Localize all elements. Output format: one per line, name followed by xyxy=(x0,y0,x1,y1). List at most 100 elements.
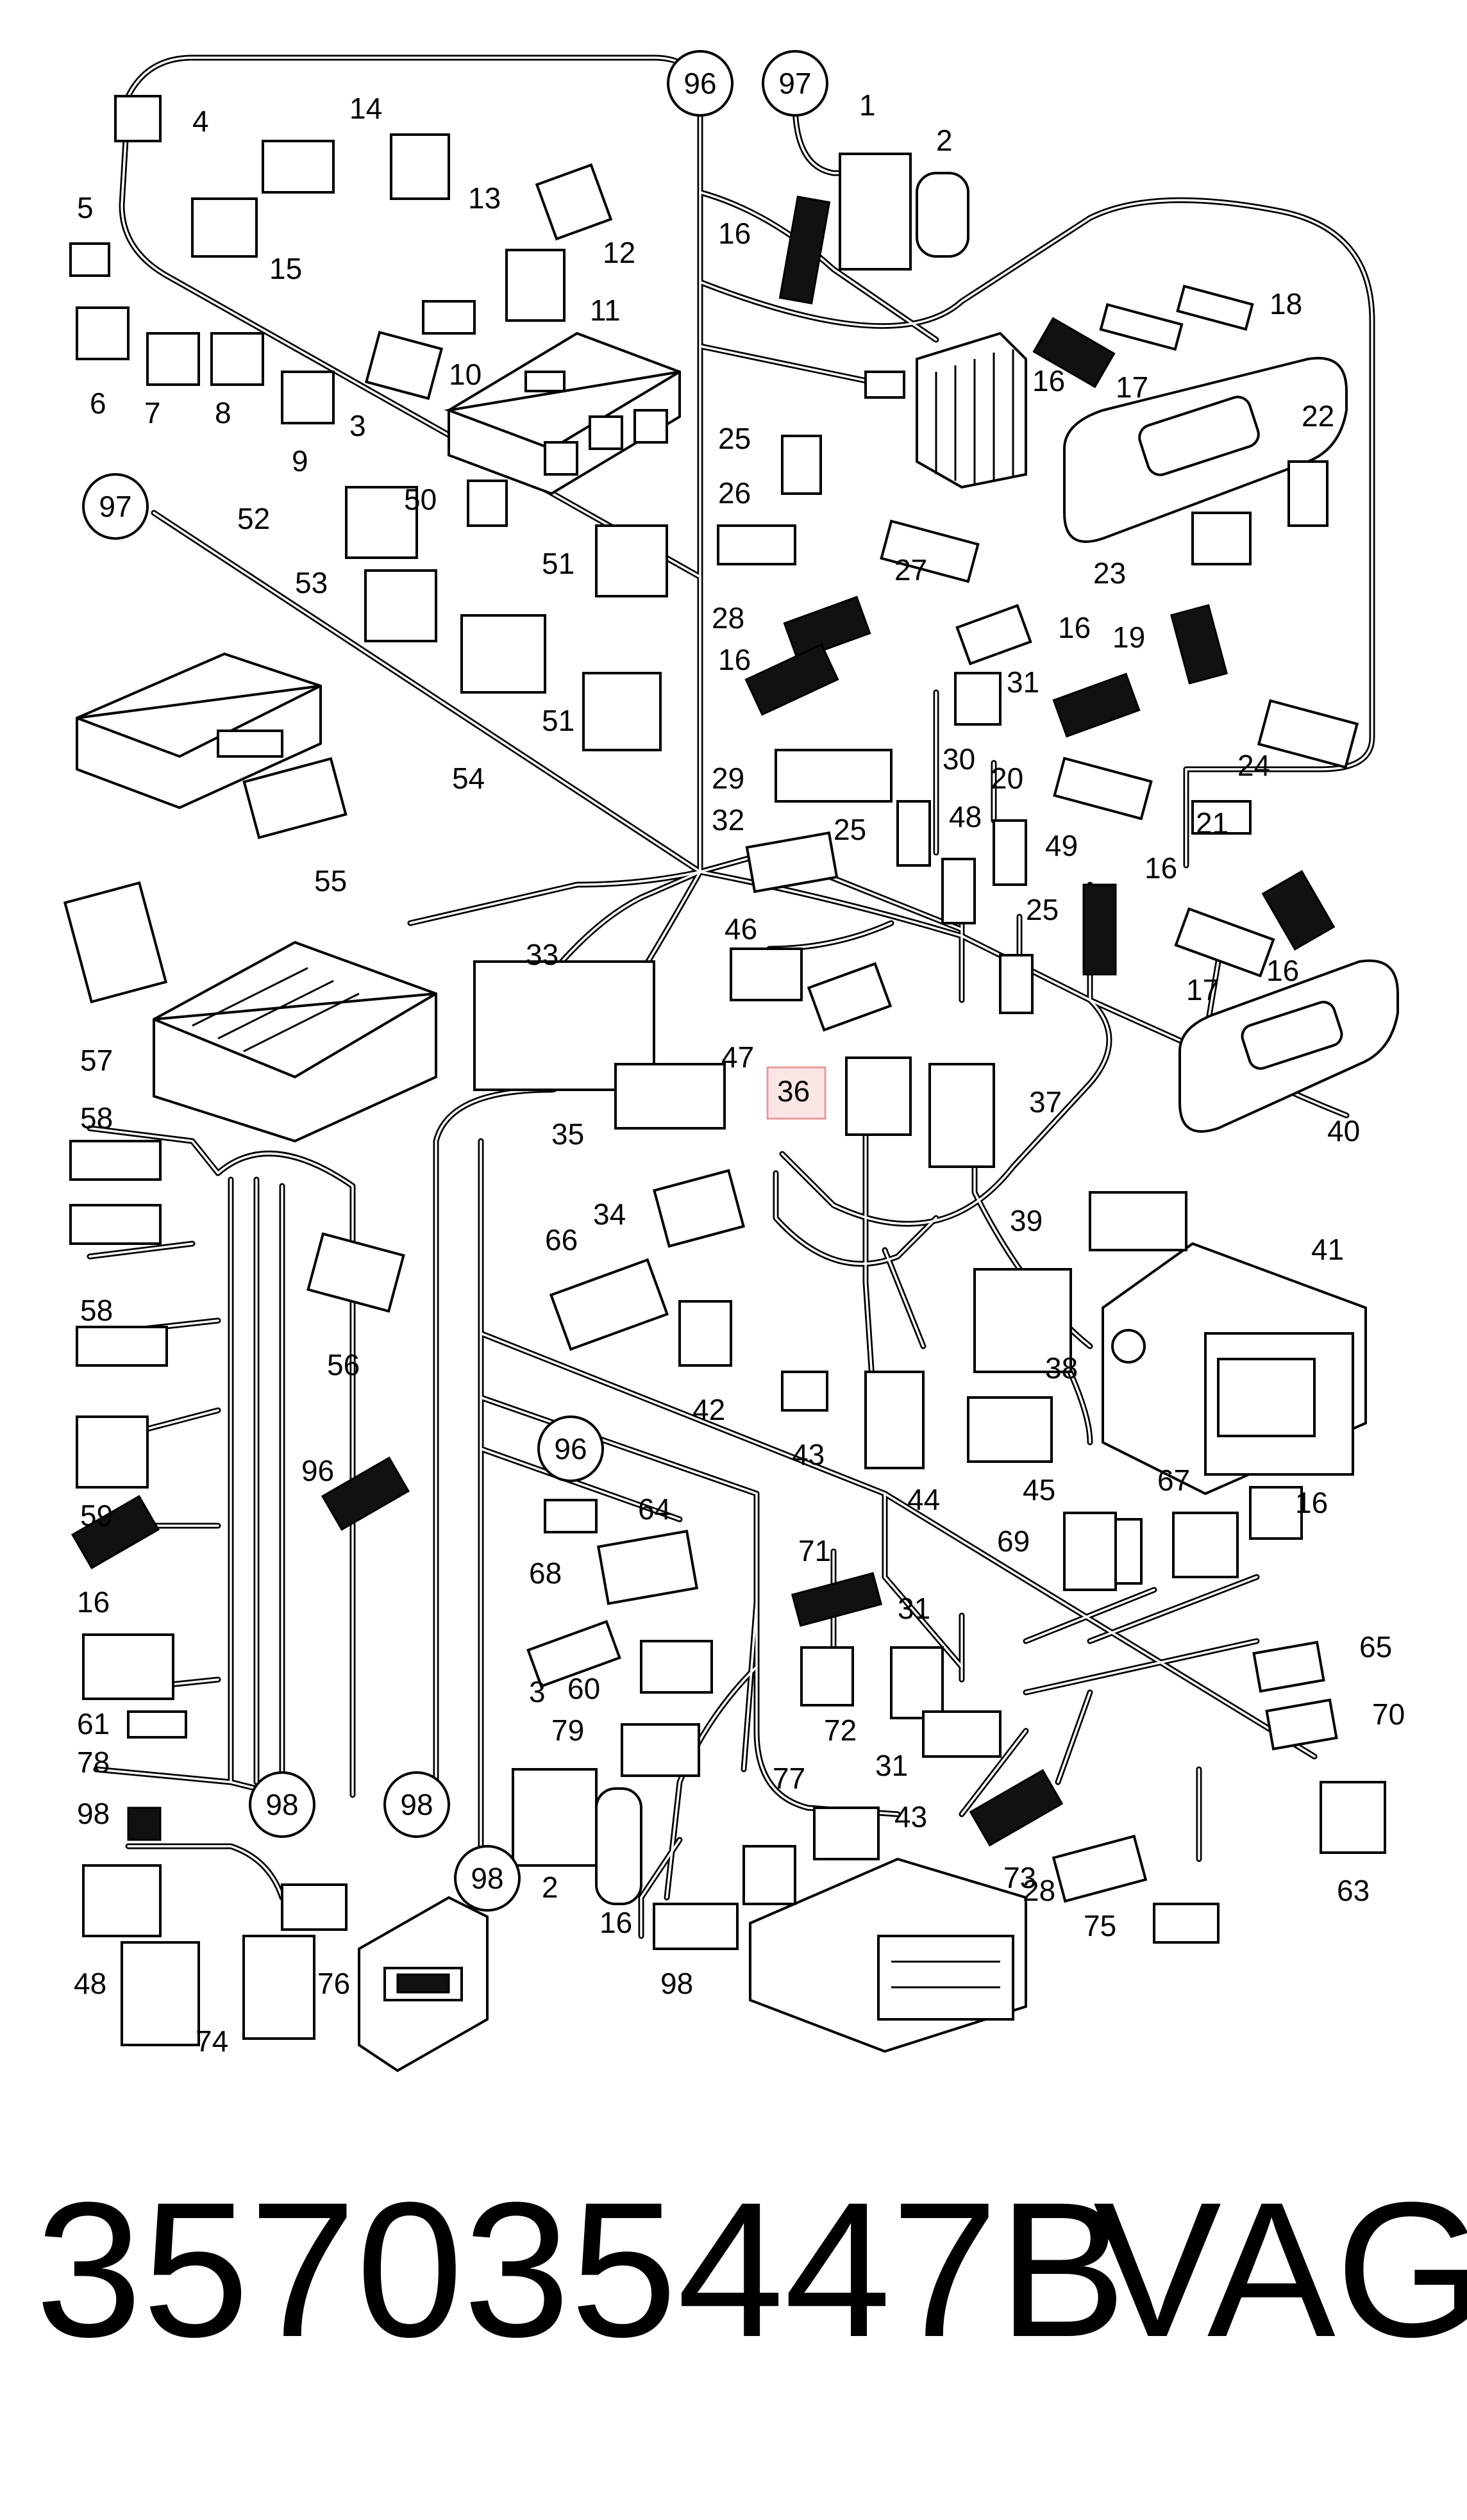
callout: 38 xyxy=(1045,1351,1078,1385)
svg-text:96: 96 xyxy=(554,1432,587,1465)
callout-highlighted: 36 xyxy=(777,1074,810,1108)
svg-text:16: 16 xyxy=(77,1585,110,1619)
svg-text:16: 16 xyxy=(1032,364,1065,397)
footer: 357035447B VAG xyxy=(0,2173,1467,2494)
callout: 98 xyxy=(660,1967,693,2000)
callout: 5 xyxy=(77,191,94,224)
callout: 16 xyxy=(1058,611,1091,644)
radio-unit xyxy=(1102,1242,1367,1496)
svg-text:67: 67 xyxy=(1157,1464,1190,1497)
callout: 10 xyxy=(449,358,482,391)
callout: 24 xyxy=(1237,749,1270,782)
callout: 78 xyxy=(77,1746,110,1779)
svg-text:74: 74 xyxy=(196,2024,228,2058)
svg-text:98: 98 xyxy=(471,1862,503,1895)
svg-text:15: 15 xyxy=(269,252,302,285)
callout: 4 xyxy=(192,104,209,138)
svg-text:40: 40 xyxy=(1327,1114,1360,1147)
callout: 12 xyxy=(603,236,635,269)
callout: 19 xyxy=(1112,621,1145,654)
svg-text:51: 51 xyxy=(542,704,574,737)
svg-text:97: 97 xyxy=(99,490,131,523)
svg-text:16: 16 xyxy=(599,1906,632,1939)
callout: 74 xyxy=(196,2024,228,2058)
svg-text:36: 36 xyxy=(777,1074,810,1108)
svg-text:24: 24 xyxy=(1237,749,1270,782)
svg-text:97: 97 xyxy=(778,67,811,100)
svg-text:10: 10 xyxy=(449,358,482,391)
callout: 6 xyxy=(90,387,106,420)
callout: 77 xyxy=(773,1762,805,1795)
callout: 68 xyxy=(529,1556,562,1590)
callout: 35 xyxy=(551,1117,584,1151)
ref-circle: 97 xyxy=(762,50,828,117)
navigation-unit xyxy=(749,1857,1027,2053)
ref-circle: 98 xyxy=(454,1845,521,1912)
callout: 43 xyxy=(894,1800,927,1833)
svg-text:70: 70 xyxy=(1372,1698,1405,1731)
callout: 60 xyxy=(567,1672,600,1705)
svg-text:75: 75 xyxy=(1084,1909,1116,1942)
svg-text:16: 16 xyxy=(718,217,751,250)
callout: 32 xyxy=(712,803,744,837)
svg-text:34: 34 xyxy=(593,1197,626,1231)
svg-text:23: 23 xyxy=(1093,556,1126,590)
svg-text:96: 96 xyxy=(683,67,716,100)
svg-text:13: 13 xyxy=(468,181,501,215)
callout: 25 xyxy=(834,813,866,846)
ref-circle: 98 xyxy=(249,1771,315,1838)
svg-text:9: 9 xyxy=(292,444,308,478)
svg-text:59: 59 xyxy=(80,1499,113,1532)
svg-text:28: 28 xyxy=(712,601,744,635)
callout: 79 xyxy=(551,1714,584,1747)
callout: 21 xyxy=(1196,806,1228,840)
callout: 16 xyxy=(1144,851,1177,885)
svg-text:51: 51 xyxy=(542,547,574,580)
callout: 75 xyxy=(1084,1909,1116,1942)
wiring-harness-diagram: 96 97 97 96 98 98 98 1 2 4 14 13 12 5 15… xyxy=(63,50,1405,2073)
callout: 52 xyxy=(237,502,270,535)
callout: 18 xyxy=(1270,287,1302,321)
svg-text:17: 17 xyxy=(1116,371,1148,404)
connectors xyxy=(63,95,1386,2046)
svg-text:11: 11 xyxy=(590,294,621,327)
svg-text:98: 98 xyxy=(400,1788,433,1821)
callout: 46 xyxy=(725,912,757,946)
svg-text:5: 5 xyxy=(77,191,94,224)
svg-text:17: 17 xyxy=(1186,973,1219,1006)
svg-text:7: 7 xyxy=(144,396,161,430)
svg-text:54: 54 xyxy=(452,762,485,795)
svg-text:58: 58 xyxy=(80,1294,113,1327)
svg-text:43: 43 xyxy=(792,1438,825,1471)
callout: 17 xyxy=(1116,371,1148,404)
svg-text:48: 48 xyxy=(949,800,982,833)
callout: 17 xyxy=(1186,973,1219,1006)
svg-text:14: 14 xyxy=(349,92,382,125)
callout: 25 xyxy=(1026,893,1059,926)
callout: 8 xyxy=(215,396,231,430)
callout: 51 xyxy=(542,547,574,580)
svg-text:31: 31 xyxy=(875,1749,908,1782)
callout: 49 xyxy=(1045,829,1078,862)
callout: 96 xyxy=(301,1454,334,1487)
svg-text:29: 29 xyxy=(712,762,744,795)
callout: 54 xyxy=(452,762,485,795)
svg-text:39: 39 xyxy=(1010,1204,1043,1237)
svg-text:38: 38 xyxy=(1045,1351,1078,1385)
svg-text:78: 78 xyxy=(77,1746,110,1779)
convenience-control-unit xyxy=(864,331,1027,489)
callout: 65 xyxy=(1359,1630,1392,1664)
svg-text:2: 2 xyxy=(542,1871,558,1904)
callout: 59 xyxy=(80,1499,113,1532)
svg-text:77: 77 xyxy=(773,1762,805,1795)
svg-text:69: 69 xyxy=(997,1524,1030,1558)
svg-text:98: 98 xyxy=(265,1788,298,1821)
callout: 14 xyxy=(349,92,382,125)
callout: 28 xyxy=(1023,1874,1055,1907)
ref-circle: 98 xyxy=(383,1771,450,1838)
callout: 70 xyxy=(1372,1698,1405,1731)
callout: 39 xyxy=(1010,1204,1043,1237)
callout: 63 xyxy=(1337,1874,1370,1907)
ref-circle: 96 xyxy=(667,50,734,117)
gateway-module xyxy=(76,652,322,810)
